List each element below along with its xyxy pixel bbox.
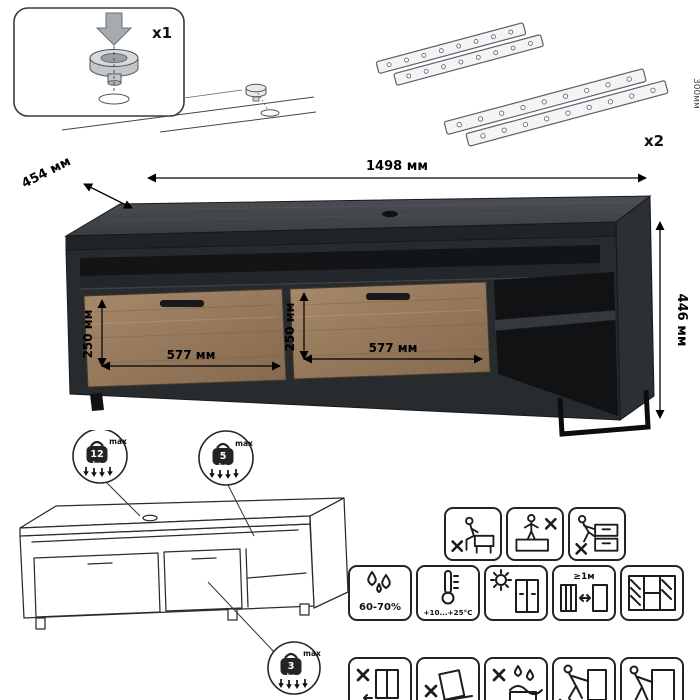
sunlight-icon bbox=[490, 569, 539, 613]
load-shelf-value: 5 bbox=[220, 451, 227, 462]
no-standing-warning bbox=[506, 507, 564, 561]
no-dragging-warning bbox=[348, 657, 412, 700]
drawer-slide-2 bbox=[443, 68, 669, 147]
right-drawer bbox=[289, 281, 491, 380]
cable-grommet bbox=[382, 210, 398, 218]
no-stand-icon bbox=[515, 514, 557, 552]
tv-stand-drawing bbox=[64, 195, 655, 437]
furniture-arrangement-badge bbox=[620, 565, 684, 621]
slide-length-label: 300мм bbox=[691, 78, 700, 109]
open-shelf-compartment bbox=[493, 272, 618, 416]
load-drawer-unit: kg bbox=[287, 673, 296, 680]
load-shelf-unit: kg bbox=[219, 463, 228, 470]
drawer-slide-1 bbox=[375, 22, 544, 86]
left-drawer-height-label: 250 мм bbox=[81, 310, 95, 359]
outline-tv-stand-drawing bbox=[19, 497, 349, 630]
no-leaning-warning bbox=[552, 657, 616, 700]
temperature-icon: +10...+25°С bbox=[423, 570, 473, 617]
humidity-label: 60-70% bbox=[359, 602, 401, 613]
temperature-range-badge: +10...+25°С bbox=[416, 565, 480, 621]
humidity-range-badge: 60-70% bbox=[348, 565, 412, 621]
load-drawer-max: max bbox=[303, 649, 321, 658]
no-uneven-floor-warning bbox=[416, 657, 480, 700]
move-furniture-warning bbox=[620, 657, 684, 700]
no-climbing-warning bbox=[568, 507, 626, 561]
load-limit-top-badge: 12 kg max bbox=[72, 430, 128, 484]
load-top-max: max bbox=[109, 437, 127, 446]
load-drawer-value: 3 bbox=[288, 661, 295, 672]
no-wet-cleaning-warning bbox=[484, 657, 548, 700]
left-drawer-handle bbox=[160, 300, 204, 307]
cable-grommet-outline bbox=[142, 514, 158, 522]
depth-dimension-label: 454 мм bbox=[19, 154, 73, 191]
load-limit-drawer-badge: 3 kg max bbox=[267, 641, 321, 695]
heat-distance-icon: ≥1м bbox=[560, 572, 608, 612]
press-down-arrow-icon bbox=[95, 12, 133, 46]
no-wet-cleaning-icon bbox=[492, 665, 543, 700]
slides-count-label: x2 bbox=[644, 132, 664, 150]
humidity-icon: 60-70% bbox=[359, 571, 401, 613]
depth-dimension-line bbox=[83, 183, 133, 209]
no-drag-icon bbox=[356, 668, 399, 700]
no-tilt-icon bbox=[424, 669, 473, 700]
sunlight-protection-badge bbox=[484, 565, 548, 621]
leader-shelf bbox=[227, 484, 255, 537]
right-drawer-height-label: 250 мм bbox=[283, 303, 297, 352]
load-shelf-max: max bbox=[235, 439, 253, 448]
leader-top bbox=[105, 481, 141, 517]
left-drawer-width-label: 577 мм bbox=[167, 348, 216, 362]
load-limit-illustration: 12 kg max 5 kg max 3 kg max bbox=[19, 430, 349, 695]
width-dimension-label: 1498 мм bbox=[366, 159, 428, 174]
mounted-foot-icon bbox=[245, 83, 280, 117]
load-top-value: 12 bbox=[90, 449, 103, 460]
right-drawer-handle bbox=[366, 293, 410, 300]
product-dimension-illustration: 1498 мм 454 мм 446 мм 250 мм 577 мм 250 … bbox=[19, 154, 689, 437]
foot-detail-illustration: x1 bbox=[13, 7, 317, 133]
adjustable-foot-icon bbox=[89, 46, 139, 105]
no-climb-icon bbox=[575, 514, 619, 555]
no-sit-icon bbox=[451, 516, 495, 554]
heat-distance-badge: ≥1м bbox=[552, 565, 616, 621]
temperature-label: +10...+25°С bbox=[423, 608, 472, 617]
leader-drawer bbox=[207, 581, 277, 655]
height-dimension-label: 446 мм bbox=[674, 294, 689, 347]
push-furniture-icon bbox=[629, 665, 675, 700]
load-top-unit: kg bbox=[93, 461, 102, 468]
no-lean-icon bbox=[558, 664, 607, 700]
min-distance-label: ≥1м bbox=[573, 572, 594, 582]
furniture-arrangement-icon bbox=[628, 575, 676, 611]
care-icon-grid: 60-70% +10...+25°С ≥1м bbox=[348, 505, 700, 700]
slides-illustration: x2 300мм bbox=[375, 22, 700, 150]
left-drawer bbox=[83, 288, 287, 388]
panel-edge-lines bbox=[61, 89, 317, 133]
load-limit-shelf-badge: 5 kg max bbox=[198, 430, 254, 486]
right-drawer-width-label: 577 мм bbox=[369, 341, 418, 355]
metal-frame-leg bbox=[557, 389, 651, 437]
no-sitting-warning bbox=[444, 507, 502, 561]
foot-count-label: x1 bbox=[152, 24, 172, 42]
left-foot bbox=[90, 393, 104, 411]
